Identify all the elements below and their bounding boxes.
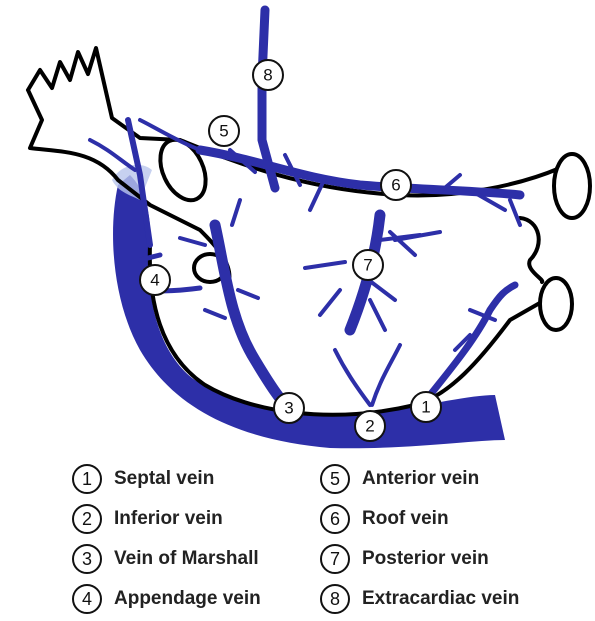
legend-item-posterior: 7 Posterior vein [320,542,489,576]
legend: 1 Septal vein 2 Inferior vein 3 Vein of … [72,462,582,617]
legend-item-marshall: 3 Vein of Marshall [72,542,259,576]
marker-7: 7 [353,250,383,280]
svg-text:4: 4 [150,271,159,290]
svg-text:6: 6 [391,176,400,195]
svg-text:7: 7 [363,256,372,275]
legend-number: 4 [72,584,102,614]
svg-text:8: 8 [263,66,272,85]
svg-text:1: 1 [421,398,430,417]
legend-number: 7 [320,544,350,574]
legend-item-septal: 1 Septal vein [72,462,214,496]
marker-6: 6 [381,170,411,200]
marker-8: 8 [253,60,283,90]
right-upper-vessel [554,154,590,218]
legend-item-roof: 6 Roof vein [320,502,449,536]
marker-5: 5 [209,116,239,146]
right-vessel-connector [520,218,542,282]
legend-item-extracardiac: 8 Extracardiac vein [320,582,519,616]
legend-label: Anterior vein [362,468,479,490]
legend-label: Septal vein [114,468,214,490]
legend-label: Inferior vein [114,508,223,530]
marker-1: 1 [411,392,441,422]
legend-label: Roof vein [362,508,449,530]
marker-2: 2 [355,411,385,441]
legend-label: Vein of Marshall [114,548,259,570]
left-atrium-outline [28,48,560,415]
legend-item-inferior: 2 Inferior vein [72,502,223,536]
marker-4: 4 [140,265,170,295]
legend-number: 2 [72,504,102,534]
legend-label: Extracardiac vein [362,588,519,610]
legend-label: Appendage vein [114,588,261,610]
legend-label: Posterior vein [362,548,489,570]
svg-text:3: 3 [284,399,293,418]
legend-number: 3 [72,544,102,574]
svg-text:2: 2 [365,417,374,436]
legend-number: 5 [320,464,350,494]
legend-item-appendage: 4 Appendage vein [72,582,261,616]
right-lower-vessel [540,278,572,330]
legend-item-anterior: 5 Anterior vein [320,462,479,496]
legend-number: 8 [320,584,350,614]
legend-number: 1 [72,464,102,494]
legend-number: 6 [320,504,350,534]
marker-3: 3 [274,393,304,423]
svg-text:5: 5 [219,122,228,141]
left-atrial-vein-diagram: 1 2 3 4 5 6 7 8 [0,0,595,460]
